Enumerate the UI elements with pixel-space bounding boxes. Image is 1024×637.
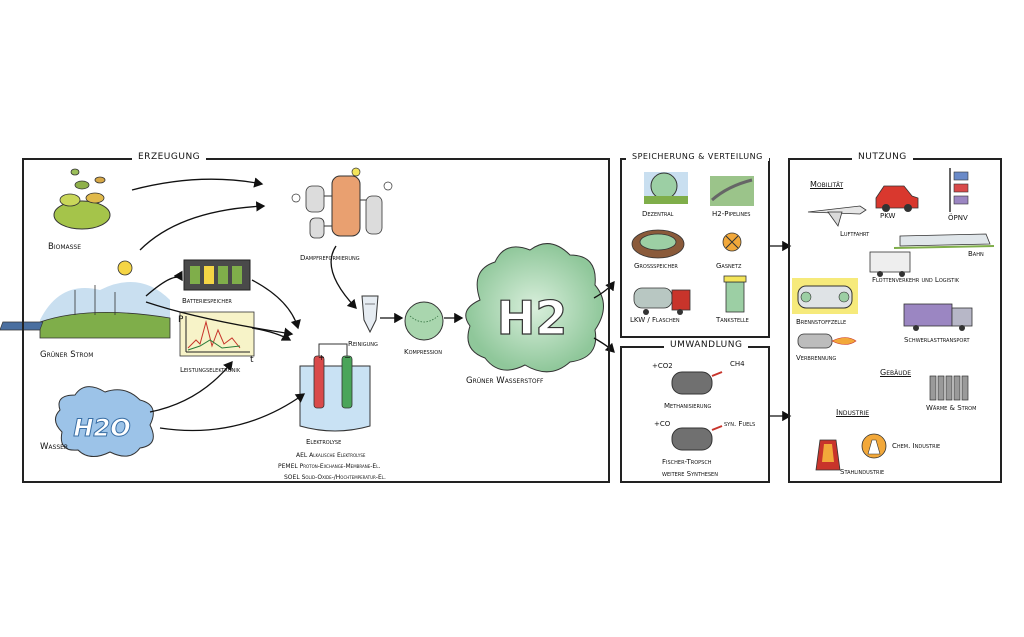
waerme-strom-icon — [929, 375, 969, 401]
schwerlasttransport-icon — [903, 303, 973, 331]
plus-co-label: +CO — [654, 420, 671, 428]
leistungselektronik-icon: P t — [178, 311, 255, 365]
axis-p-label: P — [178, 315, 184, 325]
dampfreformierung-label: Dampfreformierung — [300, 254, 360, 262]
brennstoffzelle-icon — [792, 278, 858, 314]
syn-fuels-label: syn. Fuels — [724, 420, 756, 428]
chem-industrie-label: Chem. Industrie — [892, 442, 941, 450]
kompression-label: Kompression — [404, 348, 442, 356]
batteriespeicher-icon — [183, 259, 251, 291]
h2-hydrogen-cloud-icon: H2 — [465, 243, 604, 373]
oepnv-icon — [949, 168, 969, 212]
methanisierung-tank-icon — [671, 371, 723, 395]
stahlindustrie-label: Stahlindustrie — [840, 468, 885, 476]
lkw-flaschen-icon — [633, 287, 691, 315]
nutzung-title: NUTZUNG — [852, 152, 913, 162]
brennstoffzelle-label: Brennstoffzelle — [796, 318, 847, 326]
erzeugung-panel — [22, 158, 610, 483]
pkw-label: PKW — [880, 212, 896, 220]
elektrolyse-icon: + − — [299, 343, 371, 432]
fischer-tropsch-tank-icon — [671, 425, 723, 451]
plus-co2-label: +CO2 — [652, 362, 673, 370]
wasser-label: Wasser — [40, 442, 69, 452]
erzeugung-arrows — [131, 177, 464, 432]
chem-industrie-icon — [861, 433, 887, 459]
industrie-heading: Industrie — [836, 408, 870, 417]
tankstelle-label: Tankstelle — [716, 316, 749, 324]
speicherung-panel — [620, 158, 770, 338]
ch4-label: CH4 — [730, 360, 745, 368]
grossspeicher-icon — [631, 229, 685, 259]
gruener-wasserstoff-label: Grüner Wasserstoff — [466, 376, 544, 386]
dampfreformierung-icon — [291, 167, 393, 239]
bahn-icon — [893, 233, 995, 249]
verbrennung-icon — [797, 333, 857, 349]
kompression-icon — [404, 301, 444, 341]
waerme-strom-label: Wärme & Strom — [926, 404, 977, 412]
gasnetz-label: Gasnetz — [716, 262, 742, 270]
flottenverkehr-icon — [869, 251, 911, 277]
mobilitaet-heading: Mobilität — [810, 180, 844, 189]
gruener-strom-label: Grüner Strom — [40, 350, 94, 360]
umwandlung-title: UMWANDLUNG — [664, 340, 749, 350]
flottenverkehr-label: Flottenverkehr und Logistik — [872, 276, 960, 284]
dezentral-icon — [644, 172, 688, 204]
dezentral-label: Dezentral — [642, 210, 674, 218]
h2o-glyph: H2O — [73, 414, 130, 442]
h2o-water-icon: H2O — [55, 386, 154, 457]
schwerlasttransport-label: Schwerlasttransport — [904, 336, 970, 344]
methanisierung-label: Methanisierung — [664, 402, 712, 410]
grossspeicher-label: Großspeicher — [634, 262, 678, 270]
verbrennung-label: Verbrennung — [796, 354, 837, 362]
speicherung-title: SPEICHERUNG & VERTEILUNG — [626, 152, 769, 161]
leistungselektronik-label: Leistungselektronik — [180, 366, 241, 374]
bahn-label: Bahn — [968, 250, 984, 258]
erzeugung-title: ERZEUGUNG — [132, 152, 207, 162]
reinigung-icon — [361, 295, 379, 334]
h2-glyph: H2 — [497, 291, 568, 345]
h2-pipelines-label: H2-Pipelines — [712, 210, 751, 218]
gebaeude-heading: Gebäude — [880, 368, 912, 377]
flow-arrows — [593, 240, 792, 422]
biomasse-icon — [53, 168, 111, 230]
svg-text:−: − — [344, 353, 351, 362]
pemel-label: PEMEL Proton-Exchange-Membrane-El. — [278, 463, 381, 470]
oepnv-label: ÖPNV — [948, 214, 968, 222]
axis-t-label: t — [250, 355, 254, 365]
luftfahrt-icon — [807, 205, 867, 227]
batteriespeicher-label: Batteriespeicher — [182, 297, 232, 305]
elektrolyse-label: Elektrolyse — [306, 438, 342, 446]
tankstelle-icon — [723, 275, 747, 313]
luftfahrt-label: Luftfahrt — [840, 230, 870, 238]
lkw-flaschen-label: LKW / Flaschen — [630, 316, 680, 324]
pkw-icon — [875, 185, 919, 212]
fischer-tropsch-label: Fischer-Tropsch — [662, 458, 712, 466]
reinigung-label: Reinigung — [348, 340, 378, 348]
soel-label: SOEL Solid-Oxide-/Hochtemperatur-El. — [284, 474, 386, 481]
weitere-synthesen-label: weitere Synthesen — [662, 470, 718, 478]
gasnetz-icon — [722, 232, 742, 252]
biomasse-label: Biomasse — [48, 242, 82, 252]
h2-pipelines-icon — [710, 176, 754, 206]
stahlindustrie-icon — [815, 439, 841, 471]
gruener-strom-icon — [0, 260, 171, 339]
ael-label: AEL Alkalische Elektrolyse — [296, 452, 366, 459]
svg-text:+: + — [318, 353, 325, 362]
